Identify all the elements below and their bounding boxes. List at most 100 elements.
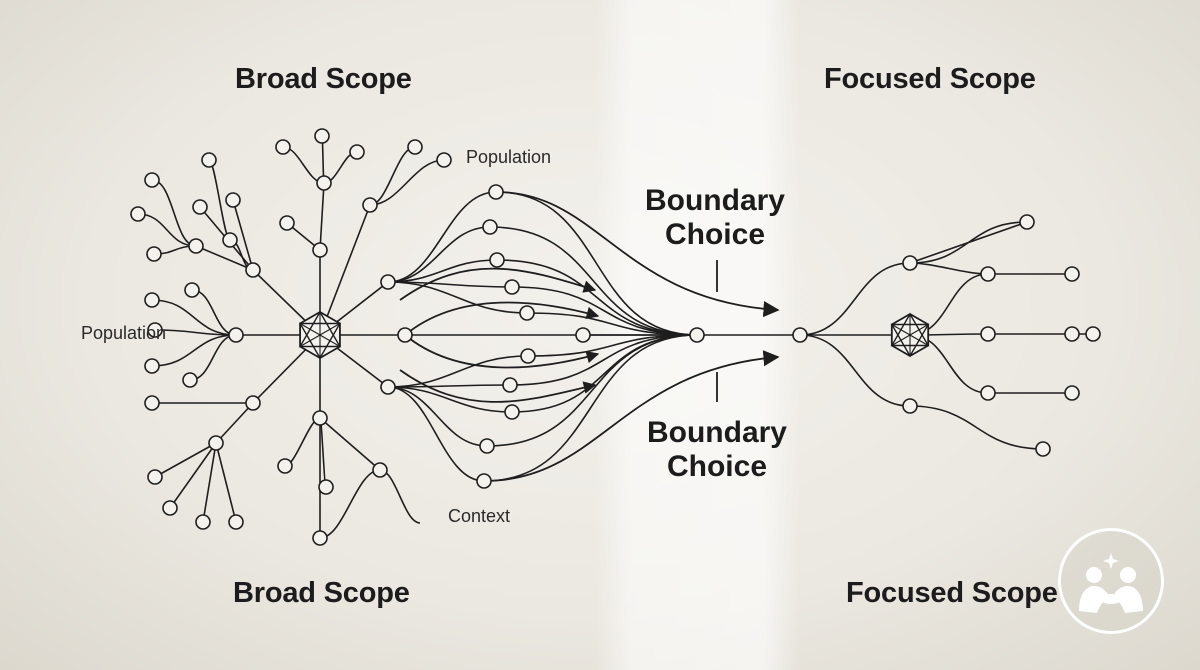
- node: [689, 327, 705, 343]
- node: [318, 479, 334, 495]
- node: [1035, 441, 1051, 457]
- edge: [799, 334, 911, 407]
- node: [380, 274, 396, 290]
- edge: [191, 289, 237, 336]
- node: [201, 152, 217, 168]
- boundary-choice-top-line2: Choice: [664, 218, 766, 251]
- edge: [169, 442, 217, 509]
- edge: [511, 334, 698, 413]
- node: [902, 398, 918, 414]
- node: [397, 327, 413, 343]
- node: [146, 246, 162, 262]
- boundary-arrows: [399, 191, 780, 482]
- edge: [387, 226, 491, 283]
- flow-arrow: [404, 334, 600, 369]
- node: [144, 172, 160, 188]
- edge: [483, 334, 698, 482]
- node: [504, 404, 520, 420]
- node: [1064, 266, 1080, 282]
- edge: [387, 259, 498, 283]
- edge: [387, 281, 528, 314]
- label-population-left: Population: [81, 323, 167, 343]
- edge: [387, 384, 511, 388]
- node: [575, 327, 591, 343]
- network-hubs: [298, 310, 930, 360]
- node: [980, 266, 996, 282]
- edge: [319, 182, 325, 251]
- hub-spoke: [891, 324, 929, 346]
- edge: [215, 402, 254, 444]
- node: [372, 462, 388, 478]
- edge: [215, 442, 237, 523]
- edge: [495, 191, 698, 336]
- edge: [319, 204, 371, 336]
- node: [792, 327, 808, 343]
- node: [488, 184, 504, 200]
- node: [1085, 326, 1101, 342]
- node: [312, 530, 328, 546]
- node: [312, 410, 328, 426]
- label-context: Context: [448, 506, 511, 526]
- edge: [909, 405, 1044, 450]
- heading-focused-scope-bottom: Focused Scope: [846, 577, 1058, 609]
- edge: [909, 221, 1028, 264]
- edge: [387, 191, 497, 283]
- edge: [151, 299, 237, 336]
- edge: [799, 262, 911, 336]
- edge: [387, 386, 485, 482]
- edge: [154, 329, 237, 336]
- node: [228, 327, 244, 343]
- node: [182, 372, 198, 388]
- edge: [189, 334, 237, 381]
- node: [314, 128, 330, 144]
- node: [188, 238, 204, 254]
- node: [362, 197, 378, 213]
- edge: [232, 199, 254, 271]
- edge: [909, 262, 989, 275]
- node: [1019, 214, 1035, 230]
- node: [184, 282, 200, 298]
- edge: [282, 146, 325, 184]
- node: [1064, 385, 1080, 401]
- hexagon-star-icon: [890, 312, 930, 358]
- edge: [154, 442, 217, 478]
- edge: [496, 259, 698, 336]
- network-nodes: [130, 128, 1101, 546]
- edge: [319, 417, 381, 471]
- node: [208, 435, 224, 451]
- node: [980, 385, 996, 401]
- edge: [319, 417, 327, 488]
- node: [482, 219, 498, 235]
- node: [130, 206, 146, 222]
- node: [144, 358, 160, 374]
- node: [489, 252, 505, 268]
- edge: [369, 159, 445, 206]
- boundary-arrow-bottom: [483, 350, 780, 482]
- node: [902, 255, 918, 271]
- edge: [284, 417, 321, 467]
- node: [225, 192, 241, 208]
- edge: [387, 355, 529, 388]
- node: [147, 469, 163, 485]
- flow-arrow: [404, 301, 600, 336]
- flow-arrow: [399, 267, 597, 301]
- node: [312, 242, 328, 258]
- label-population-top: Population: [466, 147, 552, 167]
- two-figures-star-icon: [1079, 553, 1143, 613]
- flow-arrow: [399, 369, 597, 403]
- network-edges: [137, 135, 1093, 539]
- node: [245, 262, 261, 278]
- node: [147, 322, 163, 338]
- node: [1064, 326, 1080, 342]
- node: [228, 514, 244, 530]
- boundary-choice-top: Boundary Choice: [630, 184, 800, 252]
- node: [162, 500, 178, 516]
- edge: [387, 386, 513, 413]
- node: [192, 199, 208, 215]
- heading-broad-scope-bottom: Broad Scope: [233, 577, 410, 609]
- node: [349, 144, 365, 160]
- node: [519, 305, 535, 321]
- boundary-choice-top-line1: Boundary: [644, 184, 785, 217]
- hexagon-star-icon: [298, 310, 342, 360]
- heading-focused-scope-top: Focused Scope: [824, 63, 1036, 95]
